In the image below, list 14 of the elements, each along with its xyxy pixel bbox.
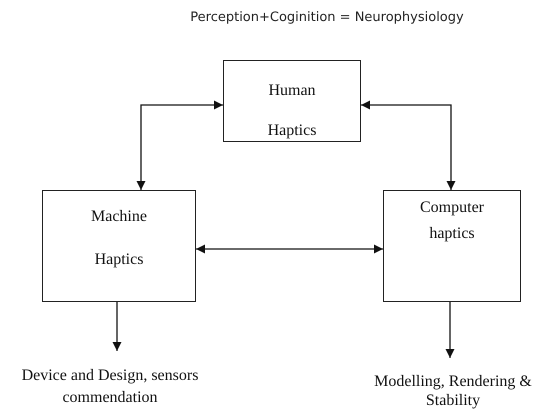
arrow: [196, 244, 383, 254]
process-box: [383, 190, 521, 302]
output-label: Modelling, Rendering & Stability: [373, 372, 533, 410]
process-box: [223, 60, 361, 142]
arrow: [446, 302, 454, 358]
arrow: [361, 100, 456, 190]
output-label: Device and Design, sensors commendation: [20, 366, 200, 408]
box-label: Computer haptics: [419, 198, 485, 244]
arrow: [112, 302, 122, 351]
box-label: Human Haptics: [266, 81, 318, 141]
arrow: [136, 100, 223, 190]
title: Perception+Coginition = Neurophysiology: [189, 10, 465, 25]
process-box: [42, 190, 196, 302]
box-label: Machine Haptics: [90, 207, 148, 270]
